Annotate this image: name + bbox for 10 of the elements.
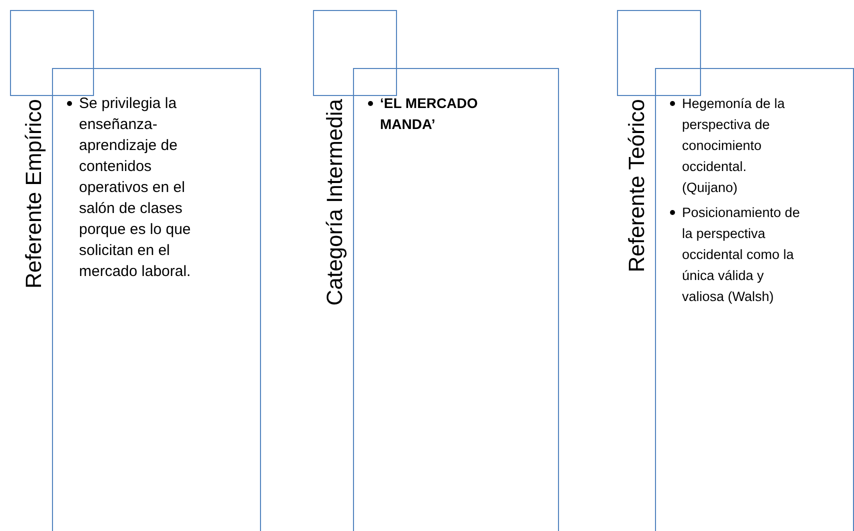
square-outline: [313, 10, 397, 96]
bullet-text: Hegemonía de la perspectiva de conocimiento occidental. (Quijano): [682, 96, 785, 195]
square-outline: [617, 10, 701, 96]
bullet-text: Posicionamiento de la perspectiva occidental como la única válida y valiosa (Walsh): [682, 205, 800, 304]
square-outline: [10, 10, 94, 96]
panel-heading: Referente Teórico: [624, 99, 650, 272]
bullet-text: ‘EL MERCADO MANDA’: [380, 95, 478, 132]
panel-heading: Referente Empírico: [21, 99, 47, 289]
panel-heading: Categoría Intermedia: [322, 99, 348, 306]
bullet-text: Se privilegia la enseñanza-aprendizaje de contenidos operativos en el salón de clases porque es lo que solicitan en el mercado laboral.: [79, 95, 191, 280]
